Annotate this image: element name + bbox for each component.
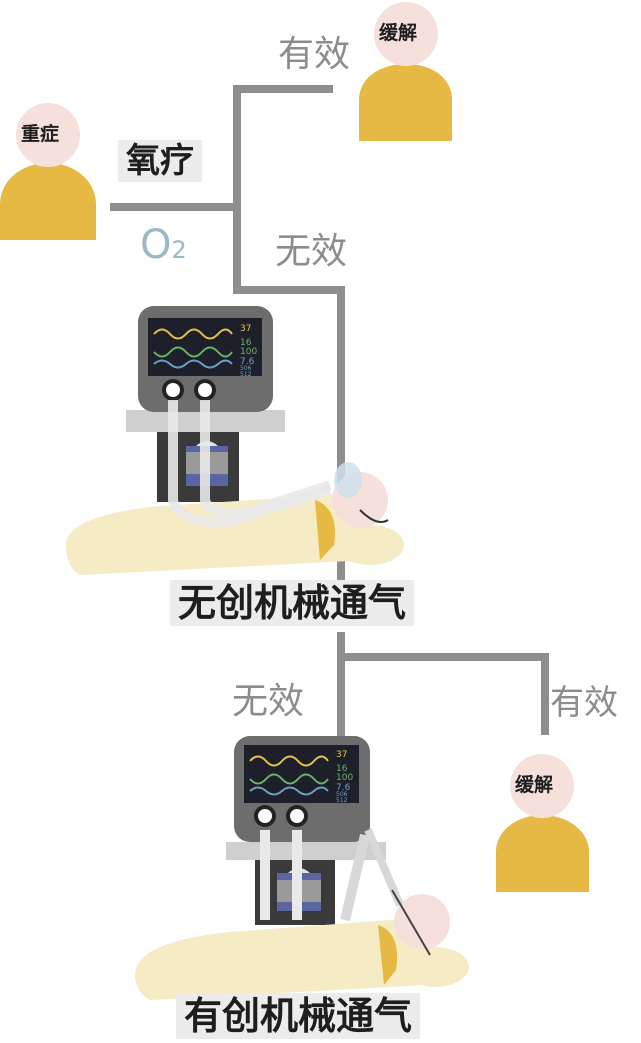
niv-monitor-value-2: 16 (240, 338, 252, 348)
patient-label: 重症 (21, 123, 60, 145)
niv-monitor-value-6: 512 (240, 371, 252, 378)
relief-label-1: 缓解 (379, 22, 418, 44)
relief-person-icon-1 (359, 2, 452, 141)
iv-label: 有创机械通气 (176, 993, 421, 1039)
niv-monitor-value-4: 7.6 (240, 357, 255, 367)
line-step1 (233, 85, 345, 498)
iv-monitor-value-4: 7.6 (336, 783, 351, 793)
niv-monitor-value-3: 100 (240, 347, 258, 357)
step2-effective-label: 有效 (550, 683, 618, 723)
step1-effective-label: 有效 (278, 34, 351, 75)
iv-monitor-value-5: 506 (336, 791, 348, 798)
step1-ineffective-label: 无效 (275, 231, 348, 272)
step2-ineffective-label: 无效 (232, 681, 305, 722)
relief-label-2: 缓解 (515, 774, 554, 796)
niv-ventilator-illustration (66, 306, 404, 575)
iv-monitor-value-3: 100 (336, 773, 354, 783)
oxygen-therapy-label: 氧疗 (118, 140, 202, 182)
niv-monitor-value-5: 506 (240, 365, 252, 372)
patient-person-icon (0, 103, 96, 240)
niv-label: 无创机械通气 (170, 580, 415, 626)
iv-monitor-value-1: 37 (336, 750, 348, 760)
line-step2-branch (341, 653, 549, 735)
relief-person-icon-2 (496, 754, 589, 892)
o2-symbol: O2 (140, 222, 187, 268)
iv-ventilator-illustration (135, 736, 469, 1000)
iv-monitor-value-6: 512 (336, 797, 348, 804)
niv-monitor-value-1: 37 (240, 324, 252, 334)
iv-monitor-value-2: 16 (336, 764, 348, 774)
